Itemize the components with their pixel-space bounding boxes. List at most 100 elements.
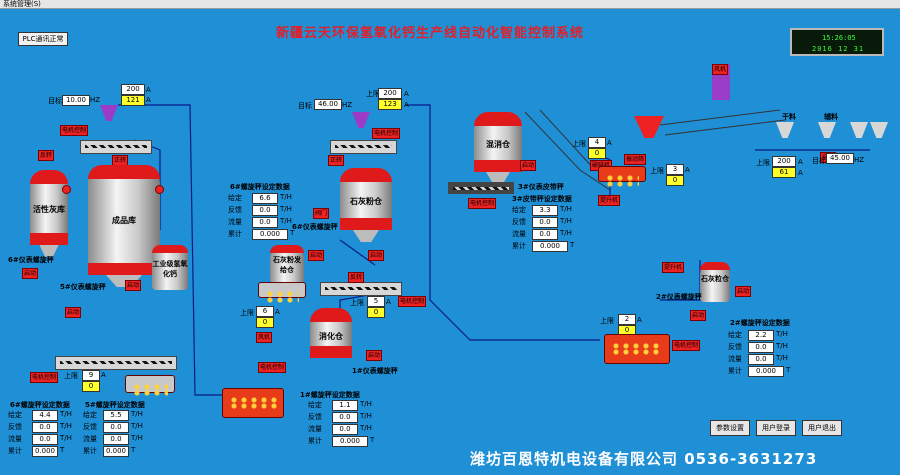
set-panel-title: 6#螺旋秤设定数据 xyxy=(10,401,70,409)
tag-valve[interactable]: 阀门 xyxy=(313,208,330,219)
tank-product[interactable]: 成品库 xyxy=(88,165,160,287)
screw-conveyor-icon xyxy=(330,140,397,154)
row-value[interactable]: 5.5 xyxy=(103,410,129,421)
tank-mixing[interactable]: 混消仓 xyxy=(474,112,522,184)
tag-start[interactable]: 启动 xyxy=(308,250,325,261)
window-menu-bar[interactable]: 系统管理(S) xyxy=(0,0,900,9)
row-unit: T/H xyxy=(60,434,72,442)
row-value: 0.0 xyxy=(332,412,358,423)
tag-fan[interactable]: 风机 xyxy=(256,332,273,343)
tank-active-lime[interactable]: 活性灰库 xyxy=(30,170,68,257)
upper-unit: A xyxy=(798,158,803,166)
upper-label: 上限 xyxy=(240,309,254,317)
current-unit: A xyxy=(146,96,151,104)
params-button[interactable]: 参数设置 xyxy=(710,420,750,436)
tank-digestion[interactable]: 消化仓 xyxy=(310,308,352,358)
screw-conveyor-icon xyxy=(80,140,152,154)
row-label: 流量 xyxy=(8,435,22,443)
upper-label: 上限 xyxy=(650,167,664,175)
row-value[interactable]: 6.6 xyxy=(252,193,278,204)
target-value[interactable]: 10.00 xyxy=(62,95,90,106)
tank-lime-powder[interactable]: 石灰粉仓 xyxy=(340,168,392,242)
clock-display: 15:26:05 2016 12 31 xyxy=(790,28,884,56)
upper-label: 上限 xyxy=(350,299,364,307)
tag-fan[interactable]: 风机 xyxy=(712,64,729,75)
login-button[interactable]: 用户登录 xyxy=(756,420,796,436)
tag-start[interactable]: 启动 xyxy=(520,160,537,171)
current-upper[interactable]: 2 xyxy=(618,314,636,325)
upper-unit: A xyxy=(146,86,151,94)
current-value: 0 xyxy=(82,381,100,392)
tag-motor[interactable]: 电机控制 xyxy=(672,340,701,351)
tag-forward[interactable]: 正转 xyxy=(328,155,345,166)
tag-motor[interactable]: 电机控制 xyxy=(60,125,89,136)
unit: A xyxy=(685,166,690,174)
tag-start[interactable]: 启动 xyxy=(690,310,707,321)
tag-motor[interactable]: 电机控制 xyxy=(372,128,401,139)
row-unit: T/H xyxy=(560,229,572,237)
current-upper[interactable]: 3 xyxy=(666,164,684,175)
tank-industrial[interactable]: 工业级氢氧化钙 xyxy=(152,245,188,290)
screw-conveyor-icon xyxy=(55,356,177,370)
unit: A xyxy=(607,139,612,147)
upper-label: 上限 xyxy=(600,317,614,325)
unit: A xyxy=(386,298,391,306)
target-value[interactable]: 46.00 xyxy=(314,99,342,110)
tag-start[interactable]: 启动 xyxy=(65,307,82,318)
tag-elevator[interactable]: 提升机 xyxy=(598,195,621,206)
tag-reverse[interactable]: 反转 xyxy=(348,272,365,283)
tag-motor[interactable]: 电机控制 xyxy=(258,362,287,373)
digester-drum-icon xyxy=(222,388,284,418)
digester-drum-icon xyxy=(604,334,670,364)
current-upper[interactable]: 6 xyxy=(256,306,274,317)
tank-lime-silo[interactable]: 石灰粒仓 xyxy=(700,262,730,302)
tag-reverse[interactable]: 反转 xyxy=(38,150,55,161)
tag-elevator[interactable]: 提升机 xyxy=(662,262,685,273)
tag-start[interactable]: 启动 xyxy=(368,250,385,261)
logout-button[interactable]: 用户退出 xyxy=(802,420,842,436)
row-value: 0.0 xyxy=(103,434,129,445)
tag-start[interactable]: 启动 xyxy=(366,350,383,361)
row-label: 给定 xyxy=(83,411,97,419)
row-value[interactable]: 2.2 xyxy=(748,330,774,341)
current-upper[interactable]: 4 xyxy=(588,137,606,148)
target-value[interactable]: 45.00 xyxy=(826,153,854,164)
conveyor-label: 6#仪表螺旋秤 xyxy=(8,256,54,264)
page-title: 新疆云天环保氢氧化钙生产线自动化智能控制系统 xyxy=(275,26,584,41)
row-value[interactable]: 1.1 xyxy=(332,400,358,411)
row-value[interactable]: 3.3 xyxy=(532,205,558,216)
row-unit: T xyxy=(131,446,136,454)
row-value: 0.0 xyxy=(32,422,58,433)
current-value: 61 xyxy=(772,167,796,178)
row-value[interactable]: 4.4 xyxy=(32,410,58,421)
row-unit: T/H xyxy=(776,330,788,338)
set-panel-title: 5#螺旋秤设定数据 xyxy=(85,401,145,409)
tag-motor[interactable]: 电机控制 xyxy=(30,372,59,383)
current-upper[interactable]: 5 xyxy=(367,296,385,307)
row-label: 反馈 xyxy=(228,206,242,214)
tanker-truck-icon xyxy=(125,375,175,396)
conveyor-label: 6#仪表螺旋秤 xyxy=(292,223,338,231)
row-unit: T/H xyxy=(131,410,143,418)
conveyor-label: 2#仪表螺旋秤 xyxy=(656,293,702,301)
upper-unit: A xyxy=(404,90,409,98)
tag-start[interactable]: 启动 xyxy=(125,280,142,291)
row-value: 0.0 xyxy=(103,422,129,433)
row-value: 0.0 xyxy=(532,217,558,228)
upper-value[interactable]: 200 xyxy=(772,156,796,167)
row-unit: T/H xyxy=(60,422,72,430)
row-unit: T xyxy=(786,366,791,374)
tank-lime-digest[interactable]: 石灰粉发给仓 xyxy=(270,245,304,283)
tag-motor[interactable]: 电机控制 xyxy=(398,296,427,307)
upper-value[interactable]: 200 xyxy=(121,84,145,95)
row-value: 0.0 xyxy=(332,424,358,435)
tag-vibrator[interactable]: 振动筛 xyxy=(624,154,647,165)
upper-value[interactable]: 200 xyxy=(378,88,402,99)
tag-start[interactable]: 启动 xyxy=(22,268,39,279)
row-label: 累计 xyxy=(512,242,526,250)
tag-motor[interactable]: 电机控制 xyxy=(468,198,497,209)
row-label: 累计 xyxy=(8,447,22,455)
row-unit: T/H xyxy=(776,354,788,362)
tag-start[interactable]: 启动 xyxy=(735,286,752,297)
current-upper[interactable]: 9 xyxy=(82,370,100,381)
